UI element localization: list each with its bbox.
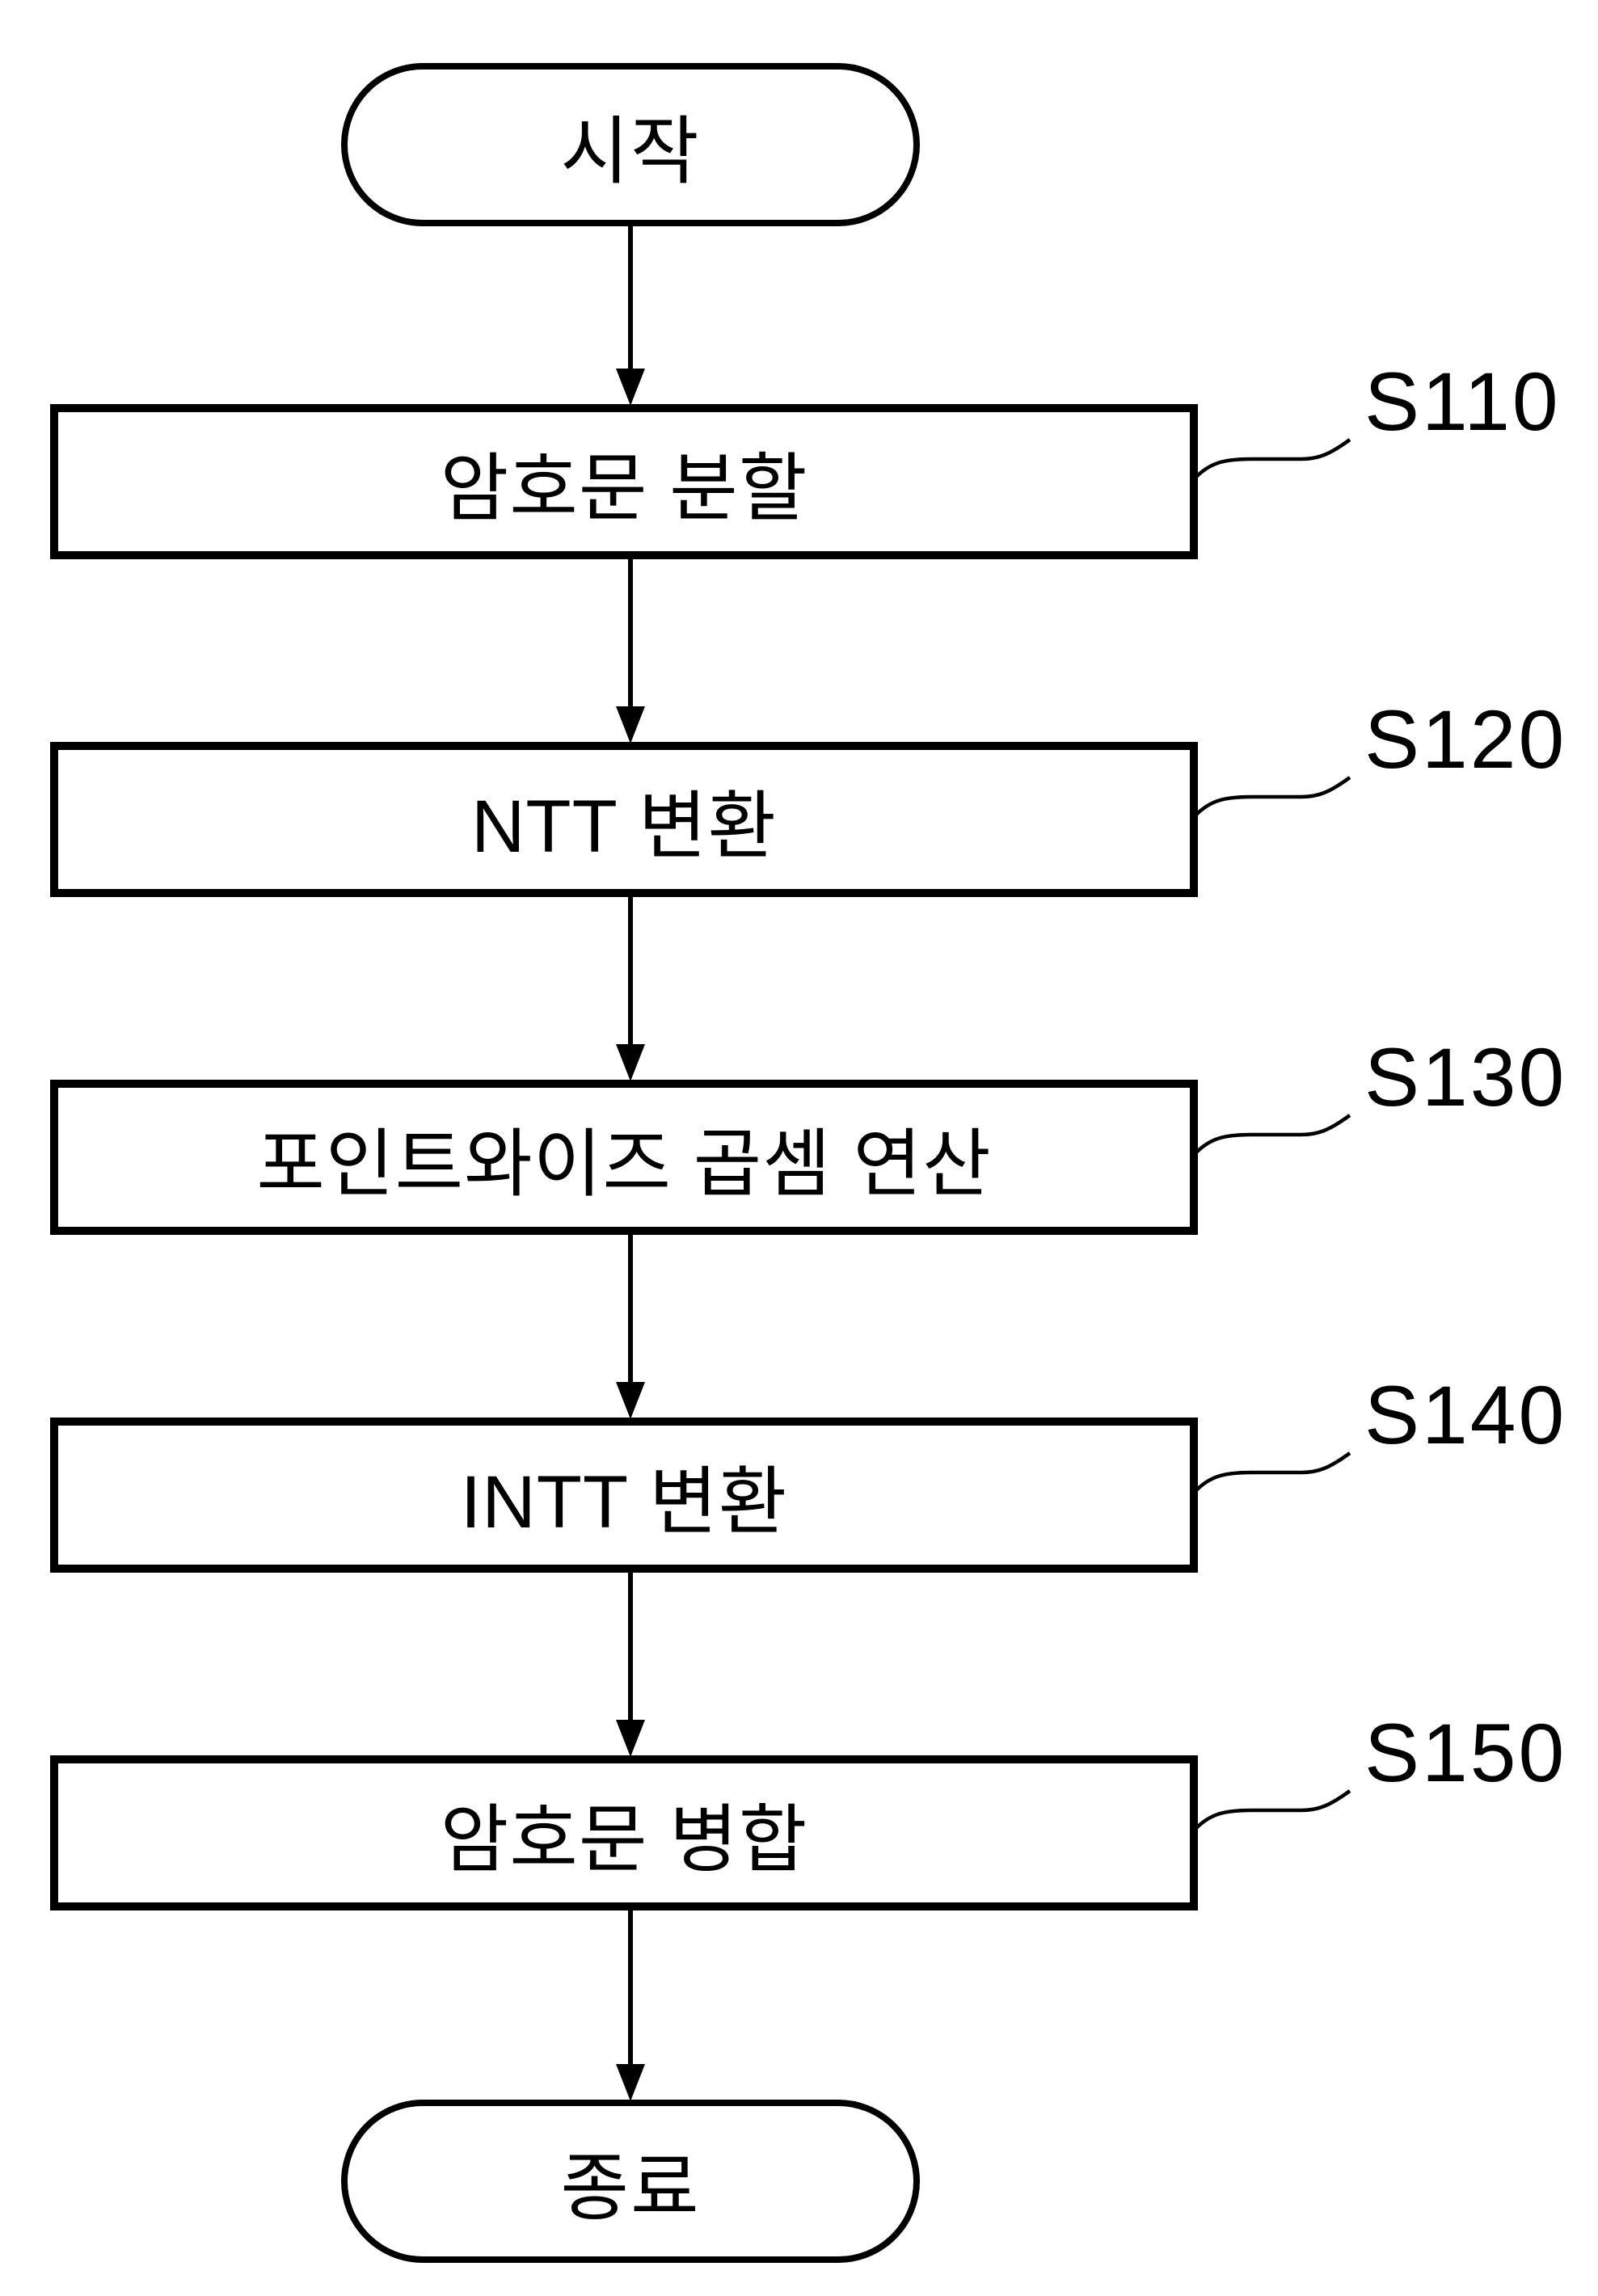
step-tag-connector [1195, 436, 1353, 485]
process-box-merge: 암호문 병합 [50, 1755, 1198, 1911]
process-box-split: 암호문 분할 [50, 404, 1198, 559]
step-tag: S130 [1364, 1031, 1567, 1123]
step-tag-connector [1195, 1112, 1353, 1161]
process-box-label: 암호문 분할 [440, 447, 808, 530]
flow-line [628, 1911, 633, 2066]
start-terminal-label: 시작 [560, 110, 701, 193]
end-terminal-label: 종료 [560, 2146, 701, 2230]
start-terminal: 시작 [341, 63, 920, 226]
step-tag: S120 [1364, 693, 1567, 786]
process-box-ntt: NTT 변환 [50, 742, 1198, 897]
step-tag-connector [1195, 1788, 1353, 1836]
process-box-label: INTT 변환 [460, 1460, 788, 1544]
arrow-down-icon [616, 1720, 645, 1757]
process-box-intt: INTT 변환 [50, 1418, 1198, 1573]
flow-line [628, 897, 633, 1046]
step-tag: S150 [1364, 1707, 1567, 1799]
end-terminal: 종료 [341, 2100, 920, 2263]
process-box-pointwise-multiply: 포인트와이즈 곱셈 연산 [50, 1080, 1198, 1235]
step-tag: S140 [1364, 1369, 1567, 1461]
arrow-down-icon [616, 369, 645, 406]
step-tag-connector [1195, 1450, 1353, 1498]
flow-line [628, 225, 633, 370]
process-box-label: 암호문 병합 [440, 1798, 808, 1881]
process-box-label: 포인트와이즈 곱셈 연산 [256, 1123, 992, 1206]
arrow-down-icon [616, 2064, 645, 2101]
flow-line [628, 1235, 633, 1384]
step-tag-connector [1195, 774, 1353, 823]
step-tag: S110 [1364, 356, 1561, 448]
flow-line [628, 1573, 633, 1721]
arrow-down-icon [616, 1382, 645, 1419]
arrow-down-icon [616, 706, 645, 744]
arrow-down-icon [616, 1044, 645, 1081]
process-box-label: NTT 변환 [470, 785, 777, 868]
flow-line [628, 559, 633, 708]
